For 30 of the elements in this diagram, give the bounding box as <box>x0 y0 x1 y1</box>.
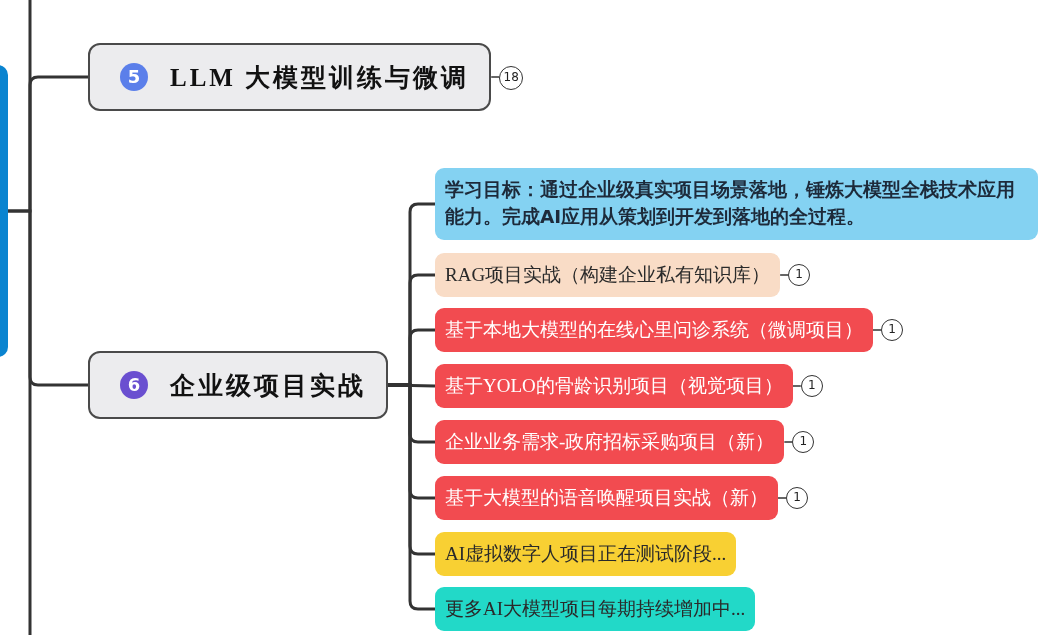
subtopic-box <box>435 253 781 297</box>
subtopic-label: 企业业务需求-政府招标采购项目（新） <box>445 430 775 454</box>
subtopic-box <box>435 308 873 352</box>
count-badge: 18 <box>499 66 524 90</box>
count-badge: 1 <box>792 431 815 453</box>
subtopic-label: 基于大模型的语音唤醒项目实战（新） <box>445 486 768 510</box>
subtopic-label: 更多AI大模型项目每期持续增加中... <box>445 597 746 621</box>
subtopic-box <box>435 420 785 464</box>
subtopic-box <box>435 476 778 520</box>
subtopic-box <box>435 364 793 408</box>
subtopic-box <box>435 168 1038 240</box>
subtopic-label: 基于本地大模型的在线心里问诊系统（微调项目） <box>445 318 863 342</box>
count-badge: 1 <box>800 375 823 397</box>
count-badge: 1 <box>788 264 811 286</box>
branch-connector <box>388 383 435 611</box>
subtopic-box <box>435 587 756 631</box>
subtopic-label: 基于YOLO的骨龄识别项目（视觉项目） <box>445 374 783 398</box>
subtopic-box <box>435 532 737 576</box>
subtopic-label: 学习目标：通过企业级真实项目场景落地，锤炼大模型全栈技术应用能力。完成AI应用从策划到开发到落地的全过程。 <box>445 178 1016 229</box>
topic-number-badge: 5 <box>120 63 148 91</box>
topic-box <box>88 43 492 111</box>
topic-box <box>88 351 388 419</box>
branch-connector <box>8 209 88 387</box>
subtopic-label: RAG项目实战（构建企业私有知识库） <box>445 263 771 287</box>
topic-label: 企业级项目实战 <box>170 370 366 401</box>
subtopic-label: AI虚拟数字人项目正在测试阶段... <box>445 542 727 566</box>
count-badge: 1 <box>786 487 808 509</box>
topic-number-badge: 6 <box>120 371 148 399</box>
count-badge: 1 <box>881 319 903 341</box>
topic-label: LLM 大模型训练与微调 <box>170 62 470 93</box>
